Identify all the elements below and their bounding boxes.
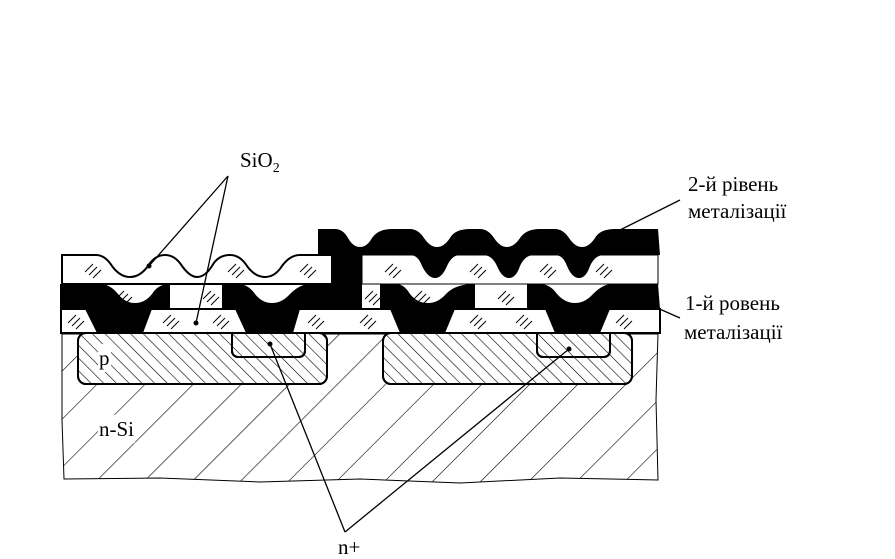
metal-2-layer	[318, 229, 660, 309]
oxide-layer-2	[61, 253, 333, 285]
metal-2-label-line2: металізації	[688, 199, 787, 223]
leader-lines	[148, 175, 681, 533]
sio2-label: SiO2	[240, 148, 280, 177]
metal-1-label-line2: металізації	[684, 320, 783, 344]
metal-1-label-line1: 1-й ровень	[685, 291, 780, 315]
substrate-label: n-Si	[98, 415, 136, 443]
metal-1-layer	[60, 284, 660, 333]
metal-2-label-line1: 2-й рівень	[688, 172, 779, 196]
p-region-label: p	[98, 344, 111, 372]
n-plus-label: n+	[338, 535, 361, 559]
